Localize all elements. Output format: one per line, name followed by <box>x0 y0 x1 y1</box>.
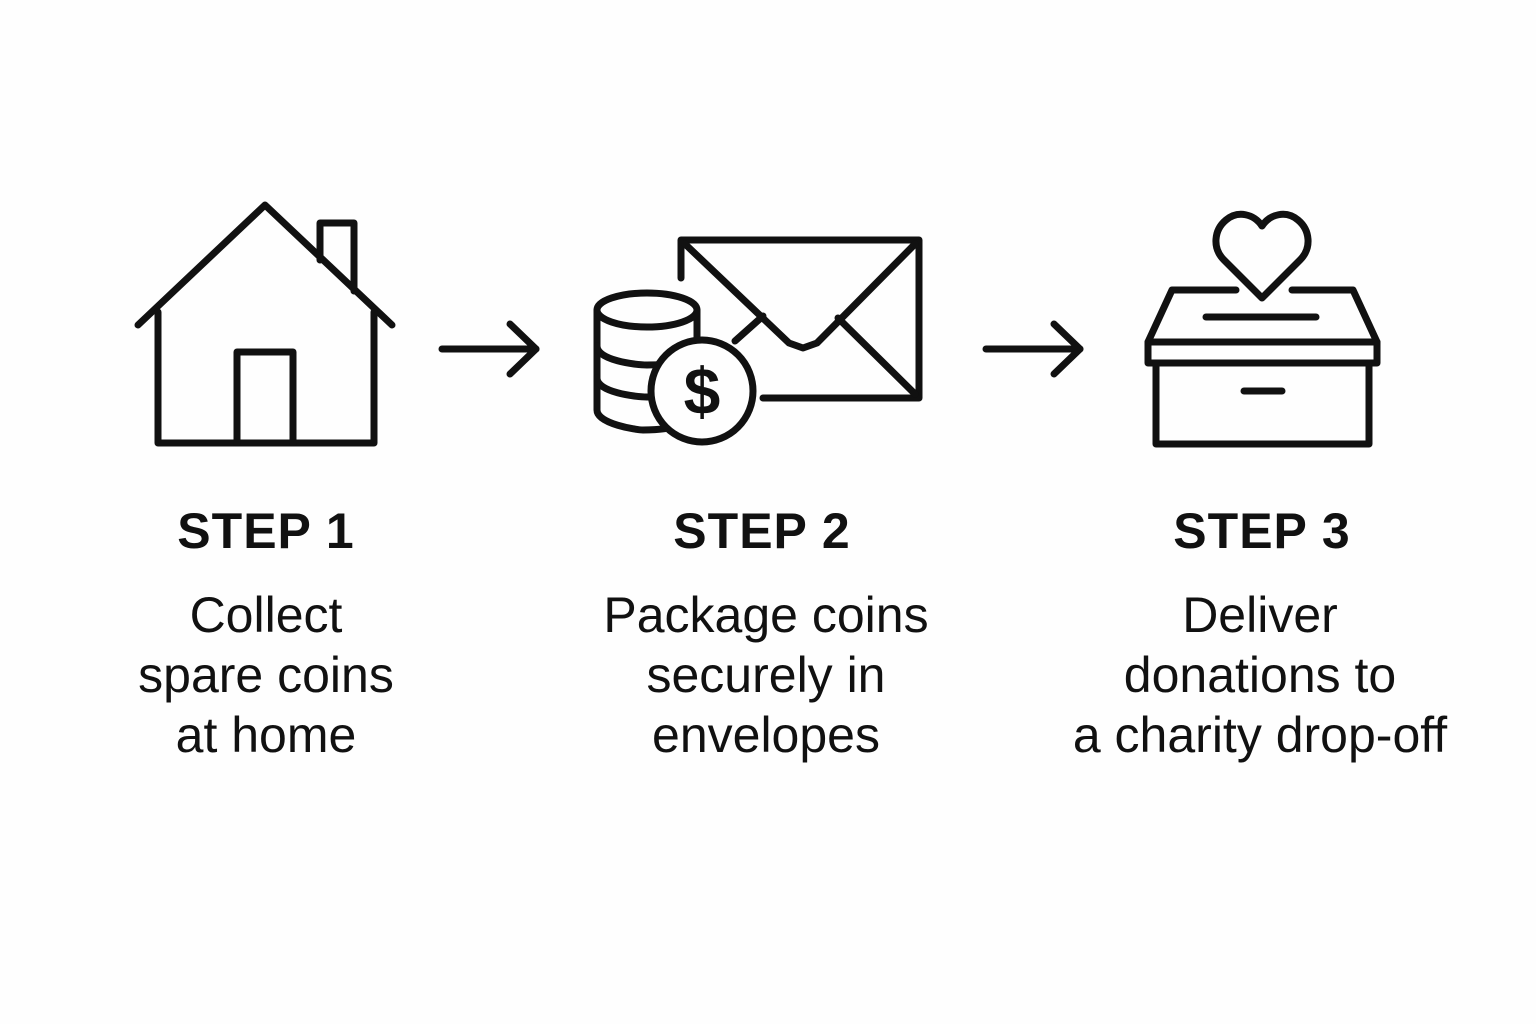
step-3-title: STEP 3 <box>1173 503 1351 559</box>
description-line: donations to <box>1123 647 1397 703</box>
description-line: a charity drop-off <box>1072 707 1448 763</box>
description-line: Collect <box>189 587 343 643</box>
envelope-icon <box>677 236 923 402</box>
description-line: Package coins <box>603 587 929 643</box>
description-line: spare coins <box>138 647 394 703</box>
step-3-description: Deliver donations to a charity drop-off <box>1020 585 1500 765</box>
heart-icon <box>1212 210 1312 302</box>
step-2-description: Package coins securely in envelopes <box>526 585 1006 765</box>
step-1-title: STEP 1 <box>177 503 355 559</box>
house-icon <box>130 195 400 451</box>
coins-envelope-icon: $ <box>585 228 927 446</box>
donation-box-icon <box>1140 200 1385 452</box>
step-1-description: Collect spare coins at home <box>26 585 506 765</box>
description-line: Deliver <box>1182 587 1338 643</box>
dollar-coin-icon <box>647 336 757 446</box>
arrow-right-icon <box>436 318 546 380</box>
description-line: envelopes <box>652 707 880 763</box>
description-line: at home <box>175 707 357 763</box>
dollar-sign: $ <box>683 354 721 428</box>
description-line: securely in <box>646 647 886 703</box>
step-2-title: STEP 2 <box>673 503 851 559</box>
arrow-right-icon <box>980 318 1090 380</box>
